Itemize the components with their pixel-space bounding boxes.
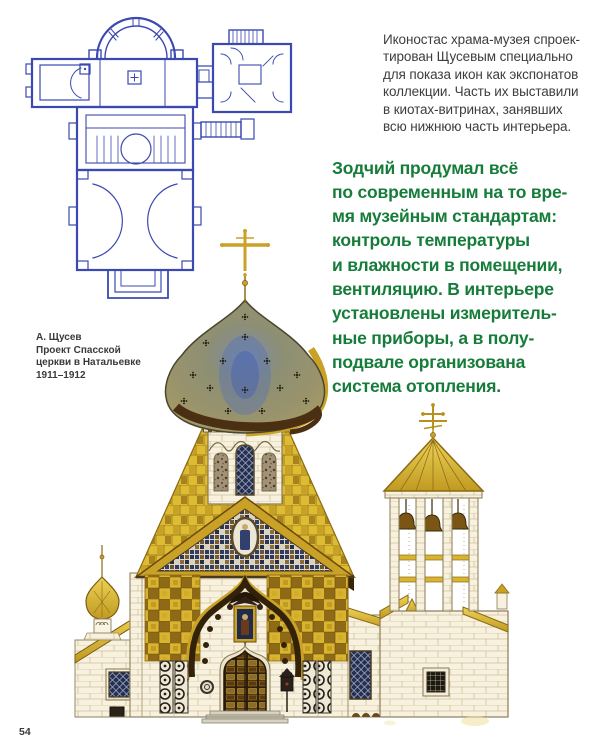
belfry-arcade	[384, 490, 483, 612]
portal-cusps	[202, 604, 288, 664]
plan-middle-hall	[68, 105, 202, 172]
church-elevation-drawing	[74, 229, 510, 726]
gable-medallion	[230, 516, 260, 558]
portal	[185, 573, 305, 681]
drum-panel-left	[213, 452, 229, 492]
drum	[207, 430, 283, 505]
drum-panel-right	[261, 452, 277, 492]
dome-cross-icon	[220, 229, 270, 303]
wall-medallion	[200, 680, 214, 694]
onion-dome	[164, 229, 329, 437]
page-number: 54	[19, 726, 31, 738]
tent-roof	[382, 436, 485, 492]
figure-caption: А. Щусев Проект Спасской церкви в Наталь…	[36, 332, 141, 381]
iron-strips	[159, 660, 332, 714]
basement-window	[109, 706, 125, 718]
kiot-shrine	[279, 668, 295, 712]
plan-side-chapel	[211, 29, 293, 114]
floor-plan-drawing	[25, 16, 293, 299]
drum-window	[235, 444, 255, 496]
church-elevation-figure	[60, 225, 520, 740]
bells	[395, 499, 469, 532]
intro-paragraph: Иконостас храма-музея спроек- тирован Щу…	[383, 31, 580, 135]
left-domelet	[85, 545, 120, 634]
ground	[75, 713, 508, 726]
floor-plan-figure	[25, 2, 305, 319]
bell-tower-window	[422, 667, 450, 697]
entrance-door	[219, 645, 271, 714]
dome-dark-band	[172, 403, 321, 432]
portal-icon	[231, 596, 259, 650]
bell-tower-cross-icon	[419, 403, 447, 440]
facade-details	[144, 573, 349, 724]
bell-tower	[379, 403, 510, 718]
highlight-paragraph: Зодчий продумал всё по современным на то…	[332, 157, 568, 397]
plan-porch	[107, 269, 169, 299]
plan-upper-block	[25, 57, 199, 109]
bell-tower-turret	[494, 583, 510, 610]
plan-lower-square	[68, 168, 202, 272]
plan-connector	[196, 65, 255, 140]
plan-apse	[88, 16, 184, 60]
gold-checker-right	[266, 574, 349, 662]
